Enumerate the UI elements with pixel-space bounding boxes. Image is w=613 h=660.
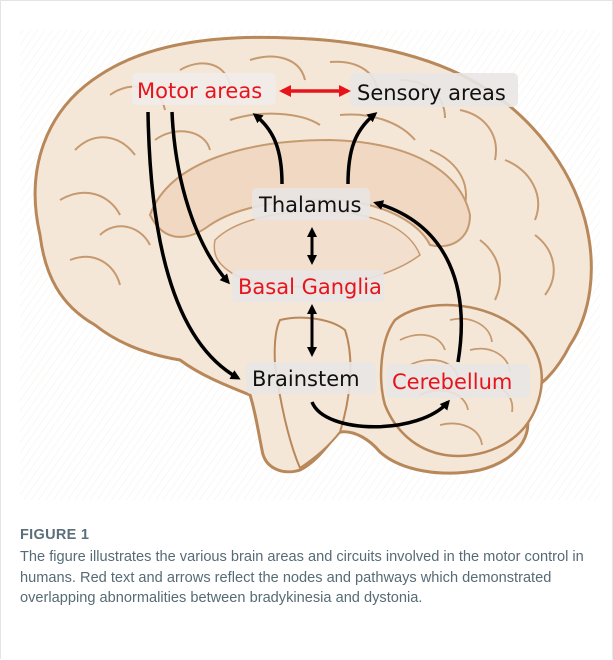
figure-title: FIGURE 1 [20, 527, 600, 543]
sensory-areas-label: Sensory areas [357, 81, 506, 105]
motor-areas-label: Motor areas [137, 79, 262, 103]
cerebellum-label: Cerebellum [392, 370, 512, 394]
figure-caption: FIGURE 1 The figure illustrates the vari… [20, 527, 600, 609]
brainstem-label: Brainstem [252, 367, 360, 391]
basal-ganglia-label: Basal Ganglia [238, 275, 382, 299]
figure-caption-text: The figure illustrates the various brain… [20, 547, 600, 609]
thalamus-label: Thalamus [258, 193, 361, 217]
brain-diagram: Motor areas Sensory areas Thalamus Basal… [0, 0, 613, 515]
figure-area: Motor areas Sensory areas Thalamus Basal… [0, 0, 613, 515]
